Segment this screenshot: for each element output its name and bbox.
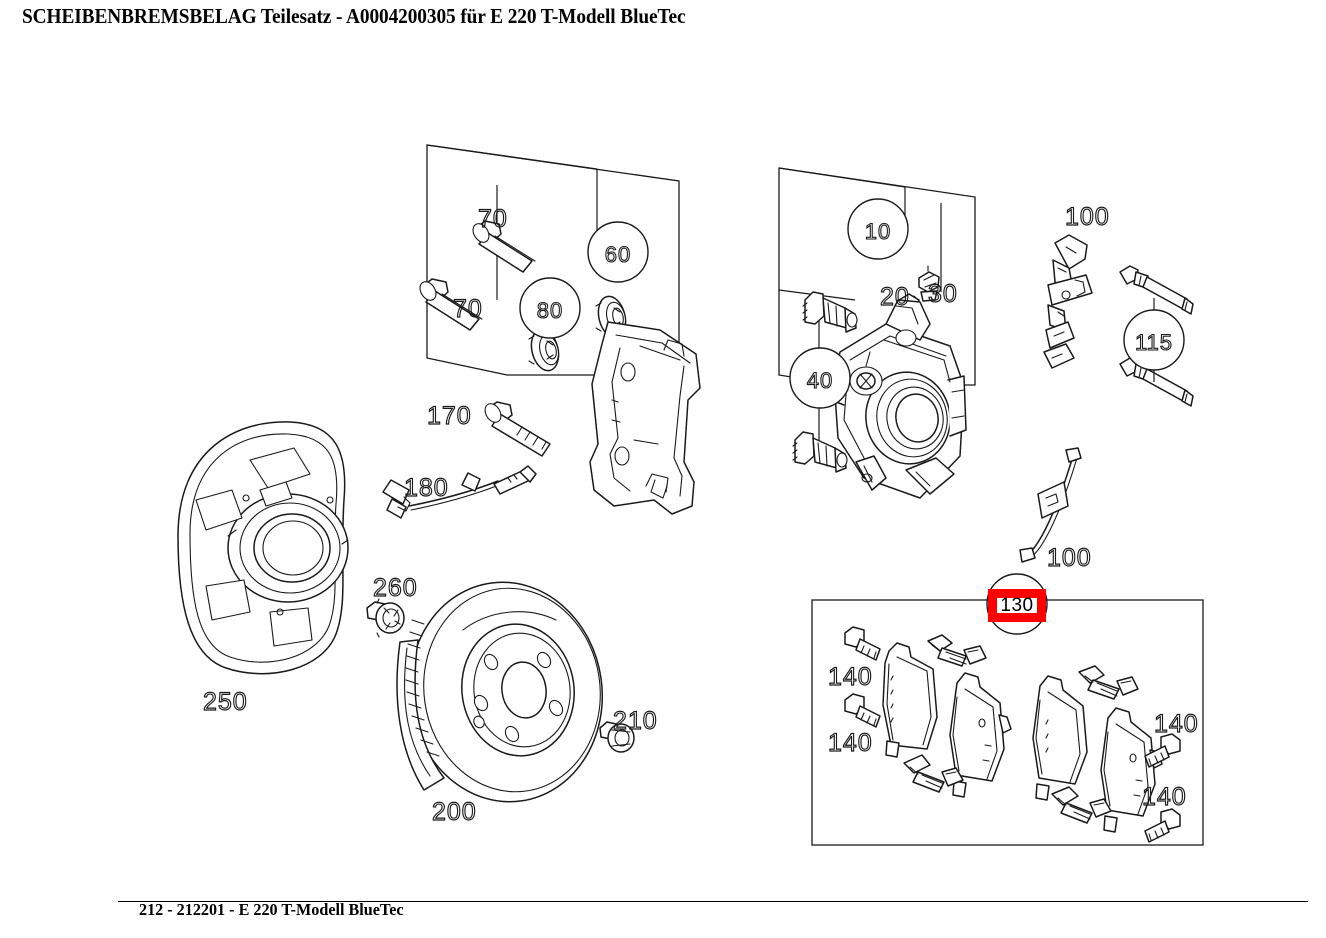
callout-label-70-lower: 70	[453, 295, 483, 323]
callout-label-115: 115	[1135, 330, 1173, 355]
callout-label-170: 170	[427, 402, 472, 430]
callout-label-40: 40	[807, 368, 833, 393]
callout-label-210: 210	[613, 707, 658, 735]
brake-pad-1	[882, 642, 938, 758]
callout-label-200: 200	[432, 798, 477, 826]
brake-caliper-10	[833, 299, 967, 499]
hub-screw-210	[599, 721, 635, 753]
caliper-carrier-bolt-170	[484, 401, 551, 457]
guide-bolt-upper	[472, 220, 536, 273]
brake-pad-3	[1032, 675, 1088, 801]
callout-circle-115	[1123, 309, 1185, 371]
callout-label-180: 180	[404, 474, 449, 502]
brake-pad-bolt-140-b	[844, 693, 881, 728]
brake-wear-sensor-180	[382, 465, 537, 519]
brake-pad-bolt-140-a	[844, 626, 881, 661]
pad-retaining-spring-4	[1051, 786, 1112, 824]
callout-label-140-a: 140	[828, 663, 873, 691]
footer-caption: 212 - 212201 - E 220 T-Modell BlueTec	[139, 900, 404, 919]
highlight-border	[988, 589, 1046, 622]
pad-retaining-spring-3	[1078, 665, 1139, 700]
callout-circle-10	[847, 198, 909, 260]
guide-bushing-cap-lower	[792, 431, 848, 473]
callout-label-20: 20	[880, 283, 910, 311]
callout-label-260: 260	[373, 574, 418, 602]
callout-label-140-b: 140	[828, 729, 873, 757]
footer-divider	[118, 901, 1308, 902]
retaining-bracket-100	[1043, 234, 1093, 369]
disc-retaining-bolt-260	[366, 598, 405, 638]
callout-label-60: 60	[605, 242, 631, 267]
brake-disc-backing-plate-250	[177, 421, 349, 675]
callout-label-140-d: 140	[1142, 783, 1187, 811]
callout-label-100-upper: 100	[1065, 203, 1110, 231]
callout-label-80: 80	[537, 298, 563, 323]
callout-label-250: 250	[203, 688, 248, 716]
callout-label-140-c: 140	[1154, 710, 1199, 738]
page-title: SCHEIBENBREMSBELAG Teilesatz - A00042003…	[22, 4, 686, 28]
callout-label-10: 10	[865, 219, 891, 244]
callout-circle-40	[789, 347, 851, 409]
brake-disc-200	[396, 581, 604, 803]
brake-pad-2	[949, 672, 1012, 798]
callout-label-30: 30	[928, 280, 958, 308]
pad-retaining-spring-1	[927, 634, 987, 667]
callout-label-100-lower: 100	[1047, 544, 1092, 572]
callout-circle-60	[587, 221, 649, 283]
brake-pad-bolt-140-d	[1144, 808, 1181, 843]
bleeder-screw-30	[918, 265, 940, 302]
caliper-carrier	[589, 321, 701, 515]
brake-pad-4	[1100, 707, 1163, 833]
spring-clip-100	[1019, 447, 1082, 563]
highlighted-callout-label: 130	[1000, 594, 1034, 616]
brake-pad-bolt-140-c	[1144, 733, 1181, 768]
guide-bushing-cap-upper	[802, 291, 858, 333]
highlight-box-130[interactable]: 130	[988, 589, 1046, 622]
pad-retaining-spring-2	[903, 754, 964, 793]
guide-pin-115-upper	[1119, 265, 1194, 315]
guide-bolt-lower	[419, 278, 483, 331]
callout-circle-80	[519, 277, 581, 339]
disc-vane-hatch	[405, 619, 440, 757]
callout-label-70-upper: 70	[478, 205, 508, 233]
